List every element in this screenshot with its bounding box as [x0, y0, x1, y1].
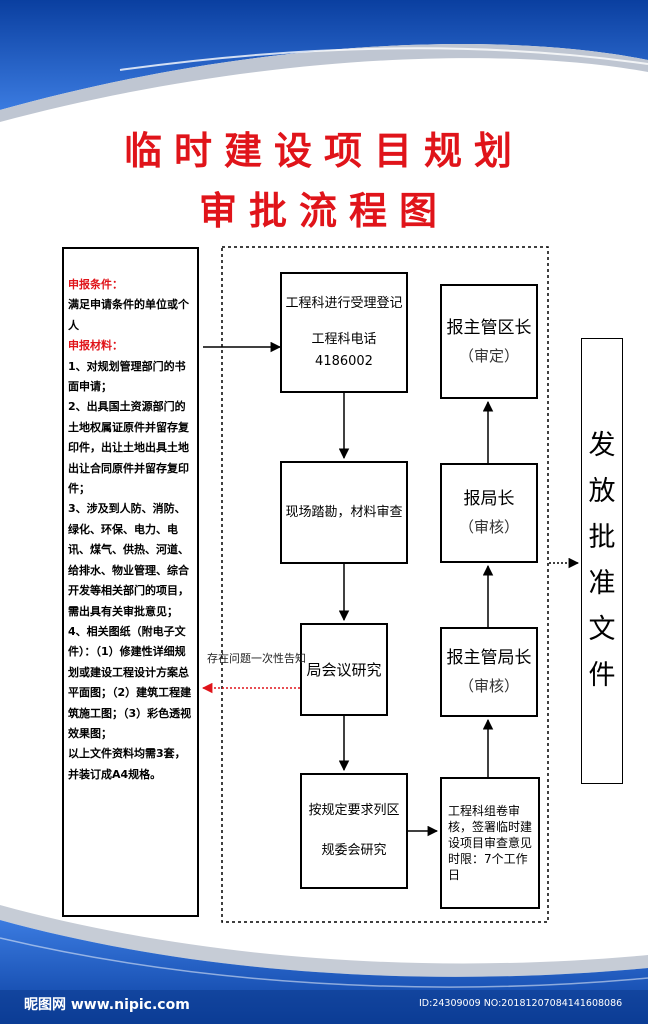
step-section-review-line1: 工程科组卷审核，签署临时建设项目审查意见	[448, 804, 533, 850]
watermark-logo: 昵图网 www.nipic.com	[24, 997, 190, 1013]
step-deputy-director-title: 报主管局长	[446, 648, 532, 668]
step-meeting-text: 局会议研究	[306, 661, 382, 679]
bottom-swoosh-silver	[0, 905, 648, 977]
step-district-head: 报主管区长 （审定）	[440, 284, 538, 399]
step-register-line2: 工程科电话 4186002	[311, 331, 377, 369]
step-director-note: （审核）	[458, 518, 519, 536]
material-item-4: 4、相关图纸（附电子文件）：（1）修建性详细规划或建设工程设计方案总平面图；（2…	[68, 624, 192, 740]
watermark-id: ID:24309009 NO:20181207084141608086	[419, 998, 623, 1009]
conditions-heading: 申报条件：	[68, 278, 123, 291]
material-note: 以上文件资料均需3套，并装订成A4规格。	[68, 747, 186, 781]
material-item-3: 3、涉及到人防、消防、绿化、环保、电力、电讯、煤气、供热、河道、给排水、物业管理…	[68, 502, 189, 618]
final-char: 件	[588, 660, 616, 691]
title-line-2: 审批流程图	[198, 189, 449, 233]
step-district-head-note: （审定）	[458, 346, 519, 365]
material-item-2: 2、出具国土资源部门的土地权属证原件并留存复印件，出让土地出具土地出让合同原件并…	[68, 400, 189, 496]
requirements-panel: 申报条件： 满足申请条件的单位或个人 申报材料： 1、对规划管理部门的书面申请；…	[62, 247, 199, 917]
final-char: 批	[588, 522, 616, 553]
step-deputy-director-note: （审核）	[458, 677, 519, 695]
step-section-review-line2: 时限：7个工作日	[448, 852, 528, 882]
conditions-text: 满足申请条件的单位或个人	[68, 298, 189, 332]
material-item-1: 1、对规划管理部门的书面申请；	[68, 359, 186, 394]
issue-feedback-label: 存在问题一次性告知	[207, 652, 306, 665]
step-committee-line2: 规委会研究	[321, 843, 387, 858]
title-line-1: 临时建设项目规划	[123, 129, 524, 173]
step-survey-text: 现场踏勘，材料审查	[285, 504, 403, 520]
step-deputy-director: 报主管局长 （审核）	[440, 627, 538, 717]
step-section-review: 工程科组卷审核，签署临时建设项目审查意见 时限：7个工作日	[440, 777, 540, 909]
step-committee: 按规定要求列区 规委会研究	[300, 773, 408, 889]
materials-heading: 申报材料：	[68, 339, 123, 353]
top-swoosh-silver	[0, 44, 648, 122]
final-char: 文	[588, 614, 616, 645]
step-register: 工程科进行受理登记 工程科电话 4186002	[280, 272, 408, 393]
step-district-head-title: 报主管区长	[446, 317, 532, 338]
step-register-line1: 工程科进行受理登记	[285, 295, 403, 311]
final-char: 发	[588, 430, 616, 461]
step-committee-line1: 按规定要求列区	[308, 803, 400, 818]
step-director-title: 报局长	[463, 489, 515, 509]
step-issue-approval: 发 放 批 准 文 件	[581, 338, 623, 784]
step-survey: 现场踏勘，材料审查	[280, 461, 408, 564]
step-director: 报局长 （审核）	[440, 463, 538, 563]
final-char: 准	[588, 568, 616, 599]
step-meeting: 局会议研究	[300, 623, 388, 716]
process-frame	[221, 246, 549, 923]
top-swoosh	[0, 0, 648, 110]
final-char: 放	[588, 476, 616, 507]
